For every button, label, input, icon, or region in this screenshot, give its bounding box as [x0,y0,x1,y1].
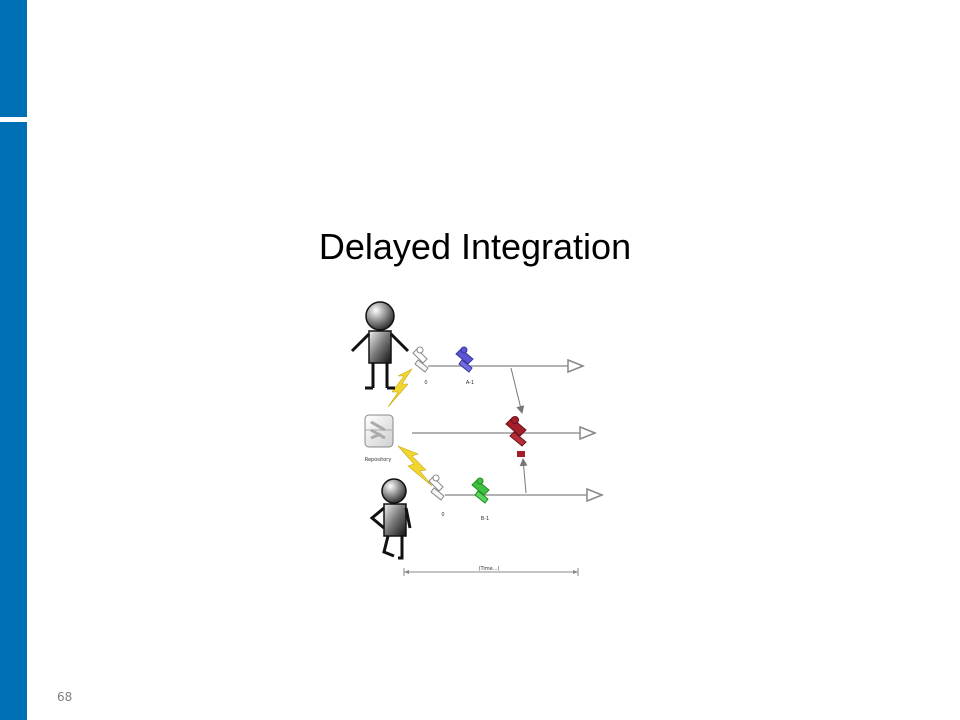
revision-b1-icon [471,477,490,504]
revision-b0-icon [428,474,445,501]
repository-icon [364,414,394,448]
merge-revision-icon [505,416,527,447]
revision-b1-label: B-1 [481,516,489,522]
repository-label: Repository [365,457,392,463]
accent-bar-top [0,0,27,117]
developer-b-figure [369,478,412,560]
delayed-integration-diagram: Repository 0 A-1 [340,296,620,586]
slide-title: Delayed Integration [318,226,632,267]
lightning-bolt-bottom [397,445,433,487]
revision-a0-icon [412,346,429,373]
page-number: 68 [57,690,73,704]
time-axis-label: (Time...) [479,566,500,572]
revision-a1-icon [455,346,474,373]
revision-a0-label: 0 [424,380,427,386]
developer-a-figure [350,301,410,390]
merge-arrow-from-b [519,458,528,494]
merge-conflict-marker [517,451,525,457]
accent-bar-bottom [0,122,27,720]
revision-b0-label: 0 [441,512,444,518]
revision-a1-label: A-1 [466,380,474,386]
lightning-bolt-top [387,368,413,408]
merge-arrow-from-a [510,367,525,414]
